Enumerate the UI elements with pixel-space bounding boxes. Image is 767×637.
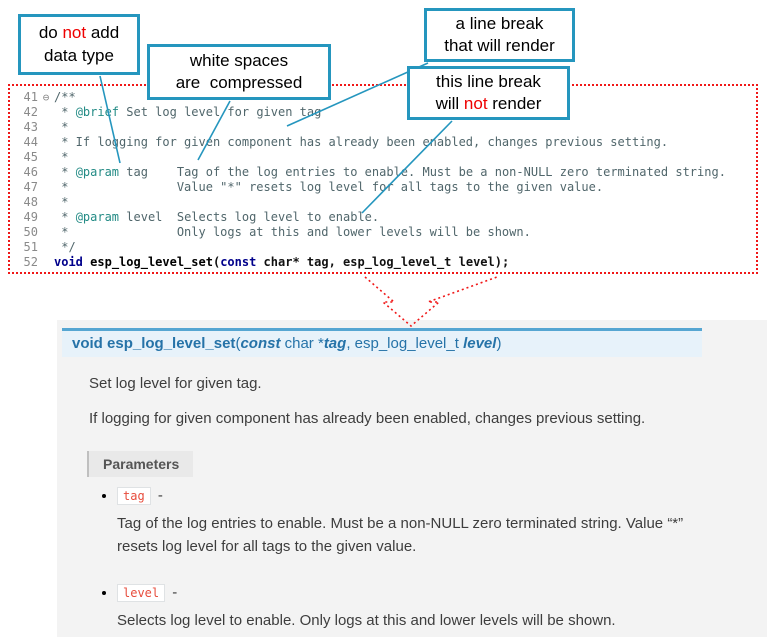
code-text: void esp_log_level_set(const char* tag, … bbox=[54, 255, 510, 269]
callout-line: this line break bbox=[436, 71, 541, 91]
code-text: * bbox=[54, 150, 69, 164]
code-text: * bbox=[54, 120, 69, 134]
code-editor-snippet: 41⊖/**42 * @brief Set log level for give… bbox=[8, 84, 758, 274]
parameter-description: Selects log level to enable. Only logs a… bbox=[117, 612, 616, 629]
code-line: 45 * bbox=[12, 150, 754, 165]
parameter-separator: - bbox=[168, 584, 178, 601]
parameter-item: tag - Tag of the log entries to enable. M… bbox=[117, 487, 767, 558]
code-line: 52 void esp_log_level_set(const char* tag… bbox=[12, 255, 754, 270]
brief-description: Set log level for given tag. bbox=[89, 375, 262, 392]
code-line: 43 * bbox=[12, 120, 754, 135]
callout-linebreak-norender: this line break will not render bbox=[407, 66, 570, 120]
callout-line: data type bbox=[44, 45, 114, 65]
parameter-item: level - Selects log level to enable. Only… bbox=[117, 584, 767, 633]
parameters-header: Parameters bbox=[87, 451, 194, 477]
code-line: 49 * @param level Selects log level to e… bbox=[12, 210, 754, 225]
line-number: 44 bbox=[23, 135, 38, 149]
code-text: /** bbox=[54, 90, 76, 104]
line-number: 45 bbox=[23, 150, 38, 164]
line-number: 42 bbox=[23, 105, 38, 119]
code-line: 46 * @param tag Tag of the log entries t… bbox=[12, 165, 754, 180]
code-text: * bbox=[54, 195, 69, 209]
callout-no-datatype: do not add data type bbox=[18, 14, 140, 75]
code-line: 48 * bbox=[12, 195, 754, 210]
code-line: 41 ⊖ /** bbox=[12, 90, 754, 105]
parameters-list: tag - Tag of the log entries to enable. M… bbox=[87, 487, 767, 633]
callout-linebreak-render: a line break that will render bbox=[424, 8, 575, 62]
red-dotted-arrow bbox=[364, 276, 498, 328]
parameter-name: level bbox=[117, 584, 166, 602]
code-line: 44 * If logging for given component has … bbox=[12, 135, 754, 150]
code-text: * Value "*" resets log level for all tag… bbox=[54, 180, 604, 194]
parameter-description: Tag of the log entries to enable. Must b… bbox=[117, 515, 684, 555]
callout-line: a line break bbox=[455, 13, 544, 33]
code-line: 42 * @brief Set log level for given tag bbox=[12, 105, 754, 120]
not-highlight: not bbox=[62, 23, 87, 43]
code-text: */ bbox=[54, 240, 76, 254]
line-number: 47 bbox=[23, 180, 38, 194]
code-text: * @param tag Tag of the log entries to e… bbox=[54, 165, 726, 179]
fold-toggle-icon[interactable]: ⊖ bbox=[42, 91, 50, 104]
line-number: 51 bbox=[23, 240, 38, 254]
line-number: 50 bbox=[23, 225, 38, 239]
rendered-docs-panel: void esp_log_level_set(const char *tag, … bbox=[57, 320, 767, 637]
callout-line: do not add bbox=[38, 23, 120, 43]
parameter-name: tag bbox=[117, 487, 151, 505]
callout-line: will not render bbox=[435, 94, 542, 113]
line-number: 48 bbox=[23, 195, 38, 209]
line-number: 49 bbox=[23, 210, 38, 224]
code-text: * Only logs at this and lower levels wil… bbox=[54, 225, 531, 239]
code-line: 50 * Only logs at this and lower levels … bbox=[12, 225, 754, 240]
parameter-separator: - bbox=[153, 487, 163, 504]
code-text: * @param level Selects log level to enab… bbox=[54, 210, 380, 224]
code-line: 51 */ bbox=[12, 240, 754, 255]
line-number: 46 bbox=[23, 165, 38, 179]
not-highlight: not bbox=[463, 94, 488, 113]
function-signature: void esp_log_level_set(const char *tag, … bbox=[62, 328, 702, 357]
callout-line: are compressed bbox=[175, 73, 303, 92]
code-lines-container: 41⊖/**42 * @brief Set log level for give… bbox=[12, 90, 754, 270]
code-text: * If logging for given component has alr… bbox=[54, 135, 669, 149]
code-text: * @brief Set log level for given tag bbox=[54, 105, 322, 119]
line-number: 41 bbox=[23, 90, 38, 104]
line-number: 52 bbox=[23, 255, 38, 269]
line-number: 43 bbox=[23, 120, 38, 134]
callout-whitespace: white spaces are compressed bbox=[147, 44, 331, 100]
detailed-description: If logging for given component has alrea… bbox=[89, 410, 646, 427]
callout-line: that will render bbox=[444, 36, 555, 55]
callout-line: white spaces bbox=[189, 50, 289, 70]
code-line: 47 * Value "*" resets log level for all … bbox=[12, 180, 754, 195]
